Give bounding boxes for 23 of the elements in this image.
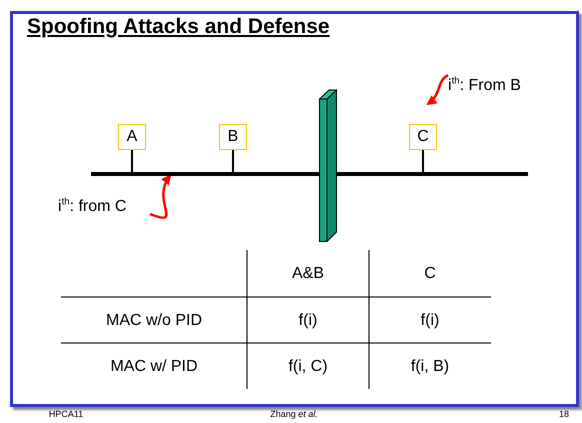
table-value: f(i) [298, 312, 318, 330]
arrow-label: i$^{th}$: from C [58, 196, 150, 218]
table-value: f(i, B) [410, 358, 450, 376]
table-value: f(i, C) [288, 358, 328, 376]
column-header: A&B [292, 265, 324, 282]
host-box: A [118, 124, 146, 150]
connector-line [131, 150, 133, 172]
firewall-bar [319, 88, 337, 242]
row-header: MAC w/o PID [106, 312, 202, 330]
footer-text: Zhang et al. [270, 408, 318, 419]
row-header: MAC w/ PID [110, 358, 198, 376]
connector-line [422, 150, 424, 172]
column-header: C [424, 265, 436, 282]
arrow-label: i$^{th}$: From B [448, 75, 550, 97]
host-box: B [219, 124, 247, 150]
arrow [150, 174, 172, 219]
arrow [426, 74, 449, 106]
footer-text: HPCA11 [48, 408, 84, 419]
page-number: 18 [558, 408, 569, 419]
host-box: C [409, 124, 437, 150]
table-value: f(i) [420, 312, 440, 330]
connector-line [232, 150, 234, 172]
slide-title: Spoofing Attacks and Defense [27, 15, 330, 39]
